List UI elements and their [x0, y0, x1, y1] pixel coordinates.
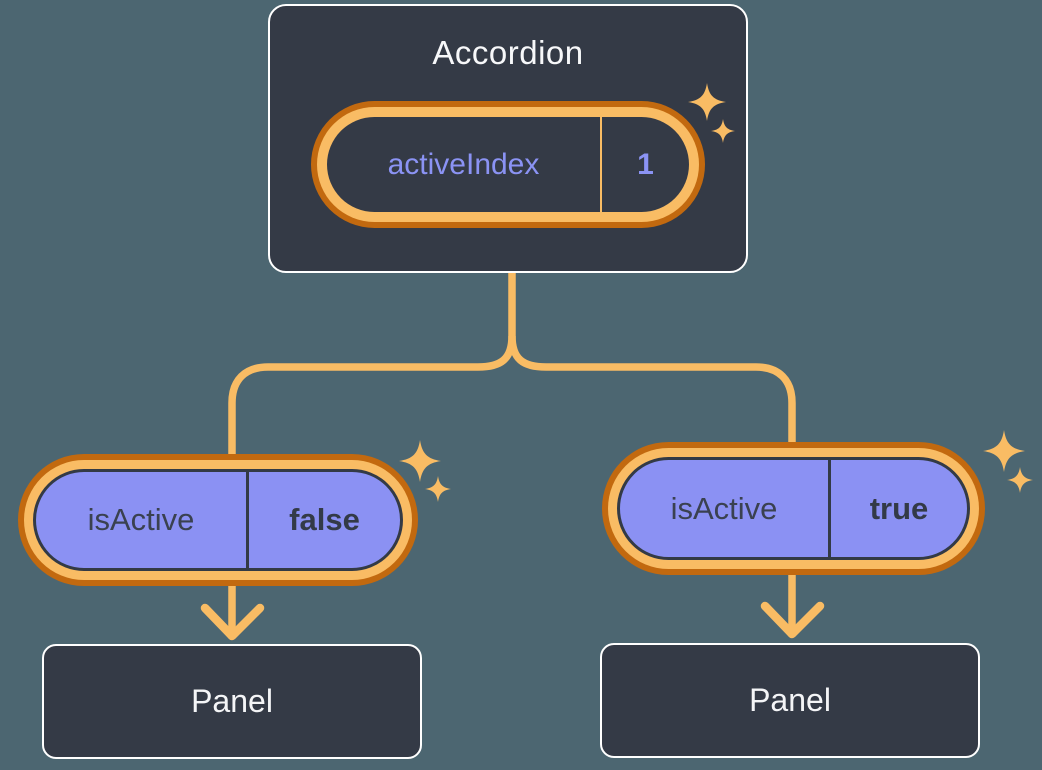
- sparkle-icon: [711, 119, 735, 143]
- prop-pill-left: isActive false: [18, 454, 418, 586]
- arrowhead-left-icon: [200, 603, 265, 641]
- sparkle-icon: [1007, 467, 1033, 493]
- prop-value-right: true: [869, 490, 929, 526]
- prop-pill-left-divider: [246, 472, 249, 568]
- state-name: activeIndex: [387, 147, 540, 181]
- panel-node-left: Panel: [42, 644, 422, 759]
- prop-pill-right-ring: isActive true: [608, 448, 979, 569]
- panel-node-right: Panel: [600, 643, 980, 758]
- state-pill-ring: activeIndex 1: [317, 107, 699, 222]
- accordion-label: Accordion: [432, 34, 584, 71]
- prop-name-left: isActive: [87, 502, 195, 537]
- prop-value-left: false: [289, 502, 360, 537]
- sparkle-icon: [688, 83, 726, 121]
- state-pill: activeIndex 1: [311, 101, 705, 228]
- prop-pill-right: isActive true: [602, 442, 985, 575]
- prop-pill-right-inner: isActive true: [617, 457, 970, 560]
- state-pill-inner: activeIndex 1: [327, 117, 689, 212]
- state-pill-divider: [600, 117, 602, 212]
- prop-pill-left-ring: isActive false: [24, 460, 412, 580]
- sparkle-icon: [399, 440, 441, 482]
- connector-branch-left: [228, 335, 516, 630]
- prop-pill-right-divider: [828, 460, 831, 557]
- sparkle-icon: [425, 476, 451, 502]
- connector-branch-right: [508, 335, 796, 630]
- prop-pill-left-inner: isActive false: [33, 469, 403, 571]
- arrowhead-right-icon: [760, 601, 825, 639]
- state-value: 1: [637, 147, 654, 181]
- prop-name-right: isActive: [670, 490, 778, 526]
- sparkle-icon: [983, 430, 1025, 472]
